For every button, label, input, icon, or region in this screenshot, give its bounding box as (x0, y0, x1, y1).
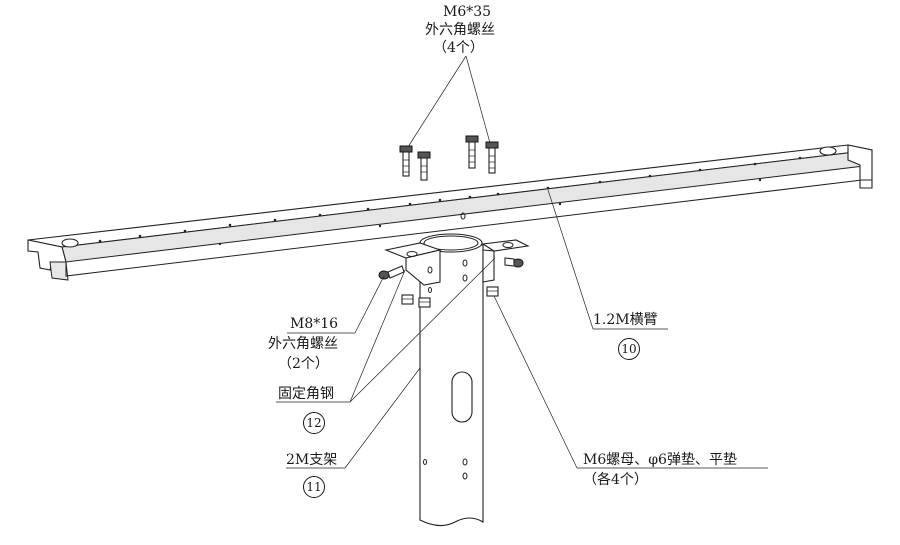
m6-bolt-qty-label: （4个） (433, 40, 484, 56)
leader-lines (276, 55, 768, 469)
crossarm-holes (98, 156, 802, 246)
nuts-qty-label: （各4个） (583, 472, 648, 488)
angle-steel-part-number: 12 (303, 412, 325, 434)
angle-steel-parts (384, 239, 530, 286)
bracket-part-number: 11 (303, 476, 325, 498)
m6-bolts (399, 135, 499, 181)
m8-bolt-name-label: 外六角螺丝 (268, 336, 338, 352)
angle-steel-name-label: 固定角钢 (278, 386, 334, 402)
nuts-name-label: M6螺母、φ6弹垫、平垫 (583, 452, 737, 468)
m8-bolt-spec-label: M8*16 (290, 316, 339, 332)
m8-bolts (378, 257, 524, 280)
m6-bolt-name-label: 外六角螺丝 (425, 22, 495, 38)
crossarm-part-number: 10 (618, 338, 640, 360)
m6-nuts (401, 286, 499, 308)
crossarm-part (27, 144, 873, 281)
bracket-tube (419, 233, 484, 527)
m6-bolt-spec-label: M6*35 (443, 4, 492, 20)
bracket-name-label: 2M支架 (286, 452, 338, 468)
crossarm-name-label: 1.2M横臂 (593, 312, 658, 328)
m8-bolt-qty-label: （2个） (278, 356, 329, 372)
